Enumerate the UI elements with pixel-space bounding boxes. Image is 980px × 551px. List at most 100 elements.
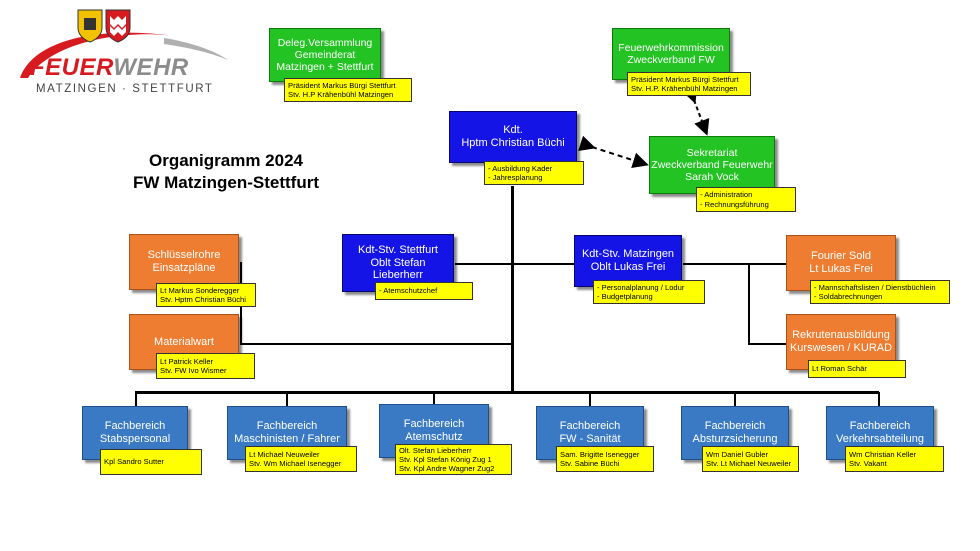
connector-left-branch bbox=[240, 343, 512, 345]
connector-fb2 bbox=[286, 392, 288, 406]
arrow-kdt-sekretariat bbox=[578, 135, 649, 168]
kommission-note-1: Präsident Markus Bürgi Stettfurt bbox=[631, 74, 739, 84]
rekruten-line2: Kurswesen / KURAD bbox=[789, 342, 893, 354]
fb5-note-2: Stv. Lt Michael Neuweiler bbox=[706, 459, 792, 468]
page-title-line2: FW Matzingen-Stettfurt bbox=[132, 173, 320, 193]
fb2-note-2: Stv. Wm Michael Isenegger bbox=[249, 459, 342, 468]
fb6-line1: Fachbereich bbox=[849, 420, 911, 433]
fb4-note-2: Stv. Sabine Büchi bbox=[560, 459, 620, 468]
kommission-line2: Zweckverband FW bbox=[627, 54, 715, 66]
connector-rekruten bbox=[748, 343, 786, 345]
kdt-stv-matzingen-box: Kdt-Stv. Matzingen Oblt Lukas Frei bbox=[574, 235, 682, 287]
connector-fachbereich-bar bbox=[135, 391, 879, 394]
fb3-note-2: Stv. Kpl Stefan König Zug 1 bbox=[399, 454, 492, 464]
rekruten-note-1: Lt Roman Schär bbox=[812, 364, 867, 374]
fb3-note: Olt. Stefan Lieberherr Stv. Kpl Stefan K… bbox=[395, 444, 512, 475]
sekretariat-note-1: - Administration bbox=[700, 190, 753, 200]
stv-matzingen-line1: Kdt-Stv. Matzingen bbox=[581, 248, 675, 261]
schluessel-note-1: Lt Markus Sonderegger bbox=[160, 285, 240, 295]
sekretariat-line3: Sarah Vock bbox=[685, 171, 739, 184]
fb5-note-1: Wm Daniel Gubler bbox=[706, 449, 769, 459]
stv-stettfurt-line3: Lieberherr bbox=[372, 269, 424, 282]
deleg-note: Präsident Markus Bürgi Stettfurt Stv. H.… bbox=[284, 78, 412, 102]
stv-matzingen-line2: Oblt Lukas Frei bbox=[590, 261, 666, 273]
connector-fb3 bbox=[433, 392, 435, 404]
stv-matzingen-note-1: - Personalplanung / Lodur bbox=[597, 282, 685, 292]
kdt-line1: Kdt. bbox=[503, 124, 523, 137]
fb3-note-1: Olt. Stefan Lieberherr bbox=[399, 445, 472, 455]
logo-swoosh bbox=[20, 32, 228, 78]
connector-trunk bbox=[511, 186, 514, 392]
fb1-note-1: Kpl Sandro Sutter bbox=[104, 457, 164, 467]
connector-right-vertical bbox=[748, 263, 750, 345]
material-note-2: Stv. FW Ivo Wismer bbox=[160, 366, 227, 375]
logo-subtitle: MATZINGEN · STETTFURT bbox=[36, 83, 214, 95]
feuerwehrkommission-box: Feuerwehrkommission Zweckverband FW bbox=[612, 28, 730, 80]
sekretariat-box: Sekretariat Zweckverband Feuerwehr Sarah… bbox=[649, 136, 775, 194]
arrow-kommission-sekretariat bbox=[682, 85, 710, 136]
fourier-note-1: - Mannschaftslisten / Dienstbüchlein bbox=[814, 282, 936, 292]
fb2-line1: Fachbereich bbox=[256, 420, 318, 433]
stv-stettfurt-line2: Oblt Stefan bbox=[370, 256, 426, 269]
deleg-versammlung-box: Deleg.Versammlung Gemeinderat Matzingen … bbox=[269, 28, 381, 82]
kommission-note-2: Stv. H.P. Krähenbühl Matzingen bbox=[631, 84, 738, 93]
fb5-note: Wm Daniel Gubler Stv. Lt Michael Neuweil… bbox=[702, 446, 799, 472]
kdt-note: - Ausbildung Kader - Jahresplanung bbox=[484, 161, 584, 185]
fourier-line1: Fourier Sold bbox=[811, 250, 871, 263]
material-note-1: Lt Patrick Keller bbox=[160, 356, 214, 366]
connector-fb6 bbox=[878, 392, 880, 406]
fb5-line1: Fachbereich bbox=[704, 420, 766, 433]
fb6-note-2: Stv. Vakant bbox=[849, 459, 887, 468]
fb2-note: Lt Michael Neuweiler Stv. Wm Michael Ise… bbox=[245, 446, 357, 472]
fb4-line1: Fachbereich bbox=[559, 420, 621, 433]
logo-brand: FEUERWEHR bbox=[30, 54, 189, 82]
fb1-note: Kpl Sandro Sutter bbox=[100, 449, 202, 475]
sekretariat-note: - Administration - Rechnungsführung bbox=[696, 187, 796, 212]
page-title-line1: Organigramm 2024 bbox=[148, 151, 303, 170]
fb1-line1: Fachbereich bbox=[104, 420, 166, 433]
material-line1: Materialwart bbox=[154, 335, 214, 348]
fourier-note: - Mannschaftslisten / Dienstbüchlein - S… bbox=[810, 280, 950, 304]
fb1-line2: Stabspersonal bbox=[99, 433, 171, 445]
logo-brand-feuer: FEUER bbox=[30, 54, 114, 81]
connector-fb5 bbox=[734, 392, 736, 406]
fb6-note-1: Wm Christian Keller bbox=[849, 449, 917, 459]
schluesselrohre-box: Schlüsselrohre Einsatzpläne bbox=[129, 234, 239, 290]
kdt-note-2: - Jahresplanung bbox=[488, 173, 543, 182]
fb2-line2: Maschinisten / Fahrer bbox=[234, 433, 340, 445]
stv-stettfurt-line1: Kdt-Stv. Stettfurt bbox=[358, 244, 438, 257]
fb4-note: Sam. Brigitte Isenegger Stv. Sabine Büch… bbox=[556, 446, 654, 472]
deleg-line1: Deleg.Versammlung bbox=[277, 36, 373, 49]
schluessel-line1: Schlüsselrohre bbox=[147, 249, 221, 262]
rekruten-line1: Rekrutenausbildung bbox=[792, 329, 890, 342]
fourier-note-2: - Soldabrechnungen bbox=[814, 292, 883, 301]
connector-stv-row bbox=[455, 263, 575, 265]
fb5-line2: Absturzsicherung bbox=[692, 433, 778, 445]
logo: FEUERWEHR MATZINGEN · STETTFURT bbox=[14, 8, 234, 100]
stv-stettfurt-note: - Atemschutzchef bbox=[375, 282, 473, 300]
kommission-line1: Feuerwehrkommission bbox=[618, 41, 724, 54]
schluessel-line2: Einsatzpläne bbox=[152, 262, 216, 274]
connector-fb1 bbox=[135, 392, 137, 406]
kommission-note: Präsident Markus Bürgi Stettfurt Stv. H.… bbox=[627, 72, 751, 96]
rekruten-note: Lt Roman Schär bbox=[808, 360, 906, 378]
kdt-note-1: - Ausbildung Kader bbox=[488, 163, 553, 173]
coat-of-arms-icon bbox=[77, 9, 131, 43]
page-title: Organigramm 2024 FW Matzingen-Stettfurt bbox=[96, 150, 356, 194]
kommandant-box: Kdt. Hptm Christian Büchi bbox=[449, 111, 577, 163]
fb3-note-3: Stv. Kpl Andre Wagner Zug2 bbox=[399, 464, 495, 474]
fb4-line2: FW - Sanität bbox=[559, 433, 621, 445]
stv-stettfurt-note-1: - Atemschutzchef bbox=[379, 286, 438, 296]
connector-right-branch bbox=[683, 263, 749, 265]
fourier-line2: Lt Lukas Frei bbox=[809, 263, 873, 275]
sekretariat-note-2: - Rechnungsführung bbox=[700, 199, 769, 209]
fb2-note-1: Lt Michael Neuweiler bbox=[249, 449, 320, 459]
fb3-line2: Atemschutz bbox=[405, 431, 463, 443]
deleg-note-1: Präsident Markus Bürgi Stettfurt bbox=[288, 80, 396, 90]
connector-fourier bbox=[748, 263, 786, 265]
deleg-line3: Matzingen + Stettfurt bbox=[276, 61, 374, 74]
deleg-line2: Gemeinderat bbox=[294, 48, 356, 61]
stv-matzingen-note: - Personalplanung / Lodur - Budgetplanun… bbox=[593, 280, 705, 304]
material-note: Lt Patrick Keller Stv. FW Ivo Wismer bbox=[156, 353, 255, 379]
logo-brand-wehr: WEHR bbox=[113, 54, 189, 81]
